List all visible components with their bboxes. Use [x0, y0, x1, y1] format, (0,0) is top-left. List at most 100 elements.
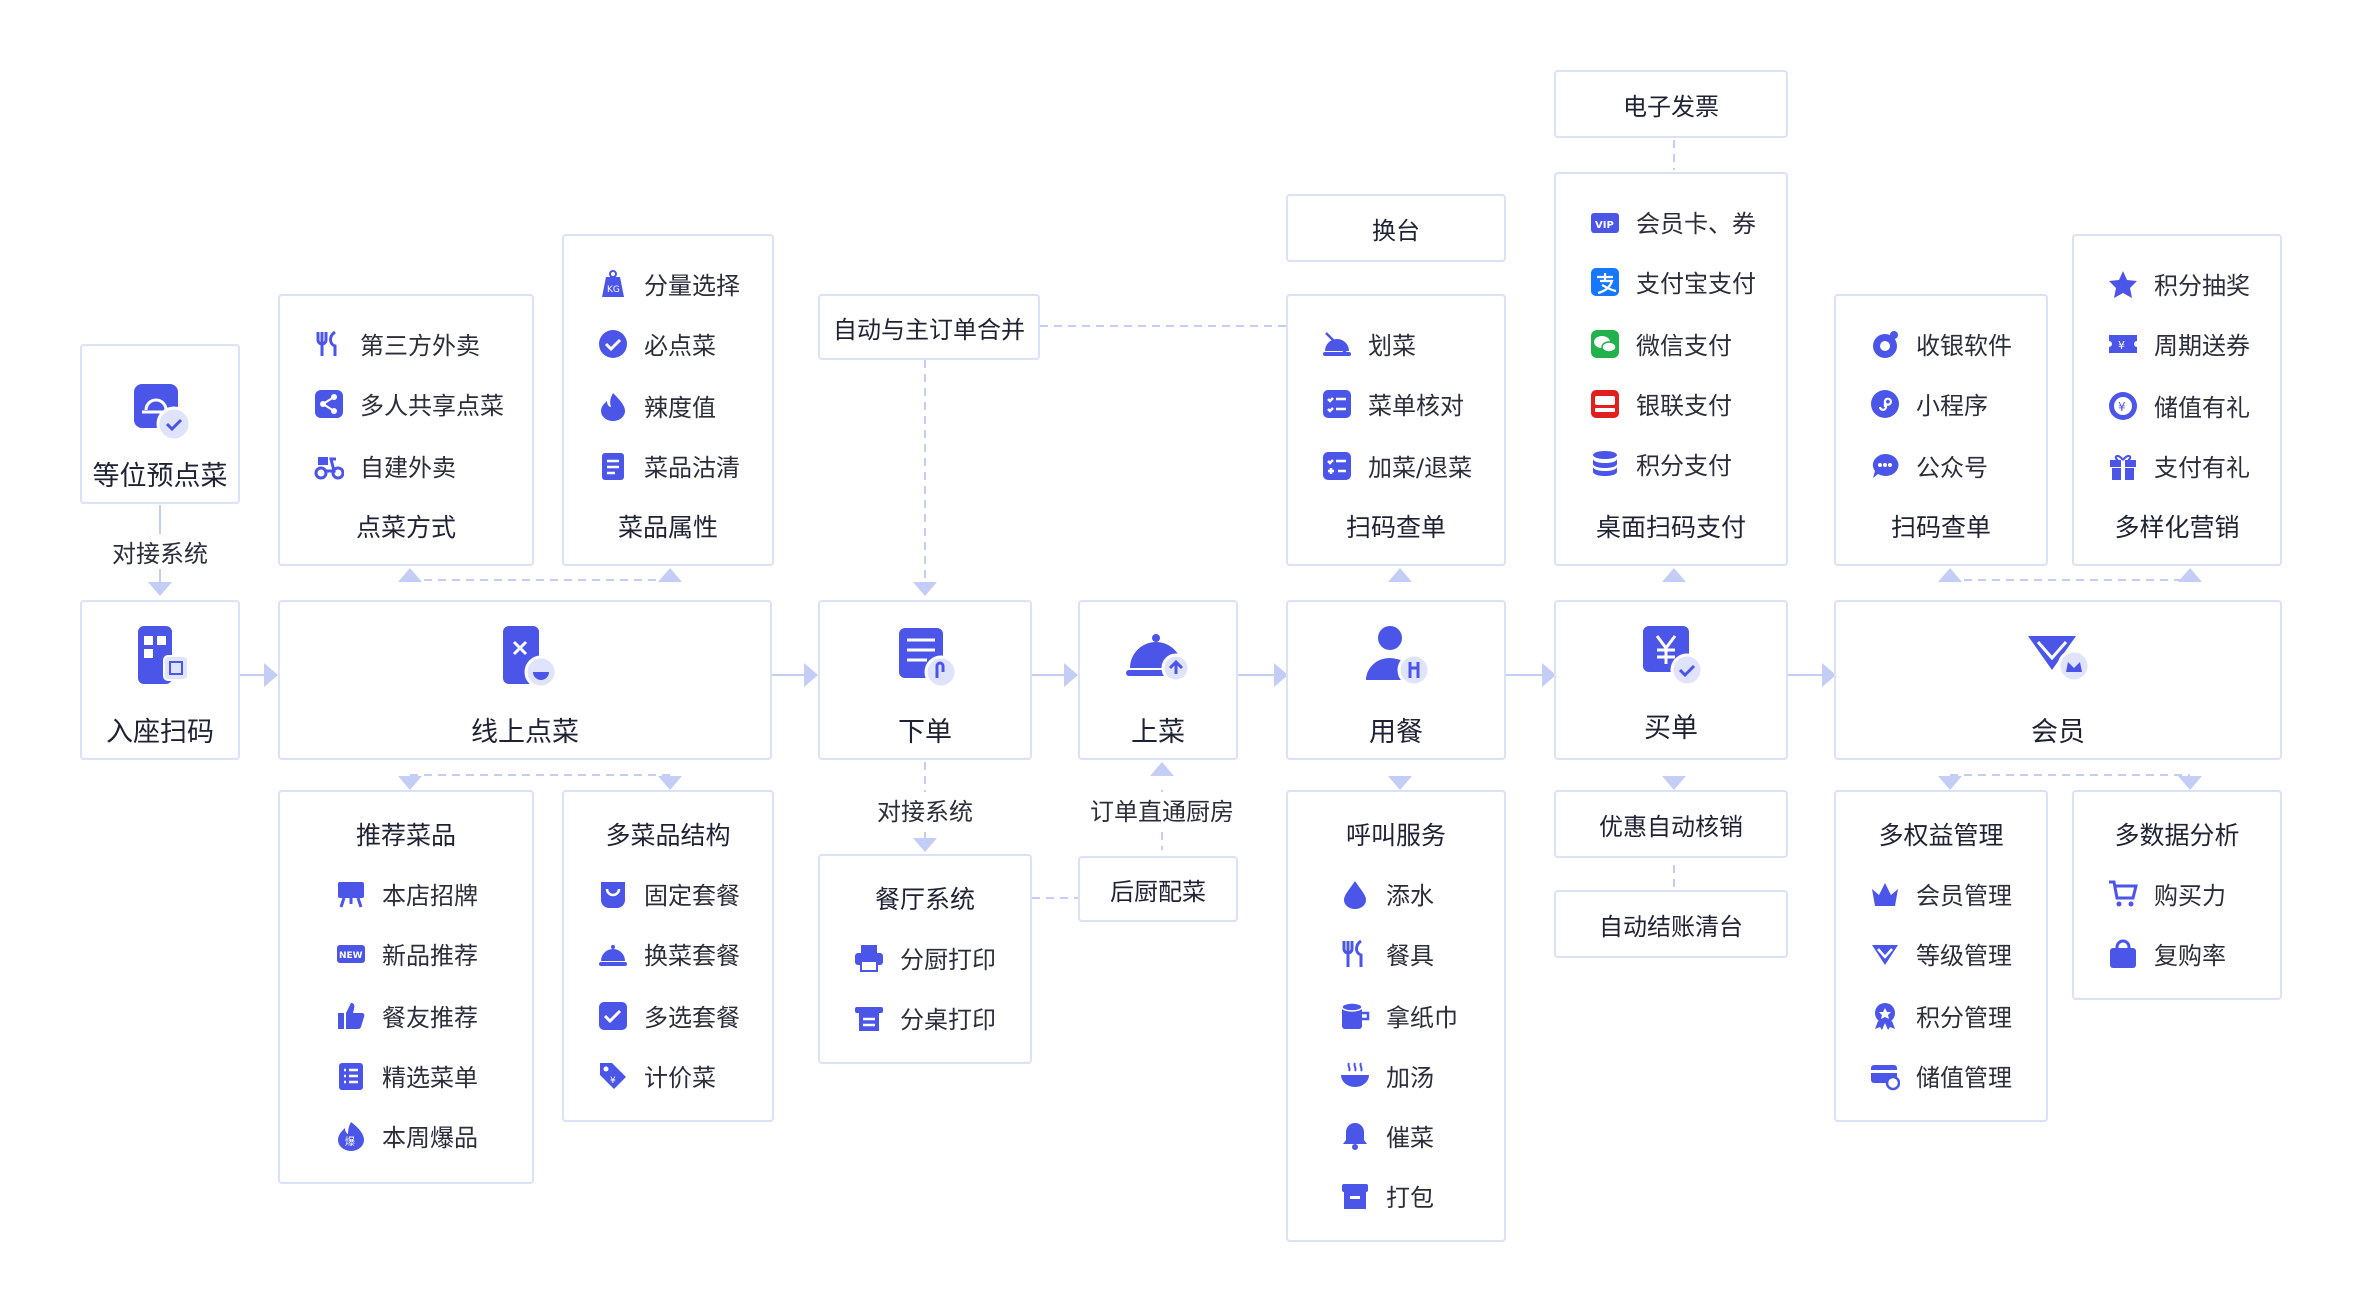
svg-text:¥: ¥: [610, 1076, 616, 1086]
list-item: 购买力: [2108, 876, 2226, 911]
list-item: 分厨打印: [854, 940, 996, 975]
thumbs-up-icon: [338, 1002, 365, 1029]
table-pay-box: VIP 会员卡、券 支付宝支付 微信支付 银联支付 积分支付 桌面扫码支付: [1554, 172, 1788, 566]
list-item: 催菜: [1340, 1118, 1434, 1153]
item-label: 会员管理: [1916, 882, 2012, 910]
marketing-box: 积分抽奖 ¥ 周期送券 ¥ 储值有礼 支付有礼 多样化营销: [2072, 234, 2282, 566]
package-icon: [1342, 1183, 1368, 1209]
box-title: 推荐菜品: [355, 821, 456, 850]
item-label: 精选菜单: [382, 1064, 478, 1092]
vip-card-icon: VIP: [1591, 212, 1619, 233]
arrow-up: [398, 568, 422, 582]
list-item: 必点菜: [598, 326, 716, 361]
item-label: 餐具: [1386, 942, 1434, 970]
arrow-down: [658, 776, 682, 790]
cloche-strike-icon: [1323, 331, 1351, 356]
crown-icon: [1872, 882, 1898, 906]
arrow-down: [913, 582, 937, 596]
coin-stack-icon: [1593, 450, 1617, 476]
list-item: 加菜/退菜: [1322, 448, 1472, 483]
node-label: 等位预点菜: [92, 461, 228, 492]
item-label: 加汤: [1386, 1064, 1434, 1092]
list-item: 添水: [1340, 876, 1434, 911]
list-item: KG 分量选择: [598, 266, 740, 301]
list-item: 多人共享点菜: [314, 386, 504, 421]
item-label: 添水: [1386, 882, 1434, 910]
list-item: 分桌打印: [854, 1000, 996, 1035]
tissue-icon: [1341, 1001, 1370, 1029]
call-service-box: 呼叫服务 添水 餐具 拿纸巾 加汤 催菜 打包: [1286, 790, 1506, 1242]
item-label: 会员卡、券: [1636, 210, 1756, 238]
list-item: 爆 本周爆品: [336, 1118, 478, 1153]
item-label: 分厨打印: [900, 946, 996, 974]
fork-knife-icon: [316, 330, 337, 356]
box-title: 多菜品结构: [605, 821, 731, 850]
list-item: 等级管理: [1870, 936, 2012, 971]
node-label: 线上点菜: [471, 717, 579, 748]
printer-icon: [855, 944, 883, 972]
member-scan-box: 收银软件 小程序 公众号 扫码查单: [1834, 294, 2048, 566]
checklist-icon: [1323, 389, 1351, 418]
docking-system-label: 对接系统: [873, 792, 977, 827]
arrow-up: [658, 568, 682, 582]
item-label: 支付宝支付: [1636, 270, 1756, 298]
yen-card-icon: [1643, 626, 1704, 687]
svg-text:¥: ¥: [2118, 339, 2125, 352]
auto-discount-box: 优惠自动核销: [1554, 790, 1788, 858]
node-member: 会员: [1834, 600, 2282, 760]
arrow-down: [1662, 776, 1686, 790]
item-label: 加菜/退菜: [1368, 454, 1473, 482]
cart-icon: [2109, 880, 2138, 906]
item-label: 计价菜: [644, 1064, 716, 1092]
arrow-right: [1064, 663, 1078, 687]
dining-scan-box: 划菜 菜单核对 加菜/退菜 扫码查单: [1286, 294, 1506, 566]
item-label: 第三方外卖: [360, 332, 480, 360]
box-title: 多样化营销: [2114, 513, 2240, 542]
item-label: 分桌打印: [900, 1006, 996, 1034]
list-item: 换菜套餐: [598, 936, 740, 971]
svg-text:爆: 爆: [345, 1136, 355, 1148]
node-label: 用餐: [1369, 717, 1423, 748]
list-item: 复购率: [2108, 936, 2226, 971]
box-title: 菜品属性: [617, 513, 718, 542]
node-label: 买单: [1644, 713, 1698, 744]
arrow-up: [1662, 568, 1686, 582]
item-label: 微信支付: [1636, 332, 1732, 360]
node-label: 入座扫码: [106, 717, 214, 748]
list-item: 会员管理: [1870, 876, 2012, 911]
arrow-down: [913, 838, 937, 852]
menu-list-icon: [339, 1062, 363, 1090]
arrow-up: [1938, 568, 1962, 582]
arrow-down: [148, 582, 172, 596]
gift-icon: [2110, 454, 2136, 480]
list-item: 辣度值: [598, 388, 716, 423]
node-waiting-preorder: 等位预点菜: [80, 344, 240, 504]
node-online-order: 线上点菜: [278, 600, 772, 760]
item-label: 多选套餐: [644, 1004, 740, 1032]
vip-diamond-icon: [2028, 636, 2091, 683]
item-label: 多人共享点菜: [360, 392, 504, 420]
order-list-icon: [899, 628, 958, 689]
item-label: 本店招牌: [382, 882, 478, 910]
kitchen-prep-box: 后厨配菜: [1078, 856, 1238, 922]
list-item: 固定套餐: [598, 876, 740, 911]
list-item: ¥ 计价菜: [598, 1058, 716, 1093]
cashier-icon: [1873, 330, 1898, 358]
box-title: 桌面扫码支付: [1595, 513, 1746, 542]
item-label: 等级管理: [1916, 942, 2012, 970]
list-item: 餐友推荐: [336, 998, 478, 1033]
wechat-pay-icon: [1591, 329, 1619, 358]
checkbox-icon: [599, 1001, 627, 1030]
box-title: 扫码查单: [1345, 513, 1446, 542]
cloche-icon: [599, 944, 627, 966]
official-account-icon: [1872, 453, 1899, 478]
dish-attributes-box: KG 分量选择 必点菜 辣度值 菜品沽清 菜品属性: [562, 234, 774, 566]
list-item: 餐具: [1340, 936, 1434, 971]
list-item: ¥ 储值有礼: [2108, 388, 2250, 423]
arrow-up: [2178, 568, 2202, 582]
item-label: 购买力: [2154, 882, 2226, 910]
item-label: 公众号: [1916, 454, 1988, 482]
diner-icon: [1366, 626, 1431, 687]
item-label: 周期送券: [2154, 332, 2250, 360]
item-label: 拿纸巾: [1386, 1004, 1458, 1032]
